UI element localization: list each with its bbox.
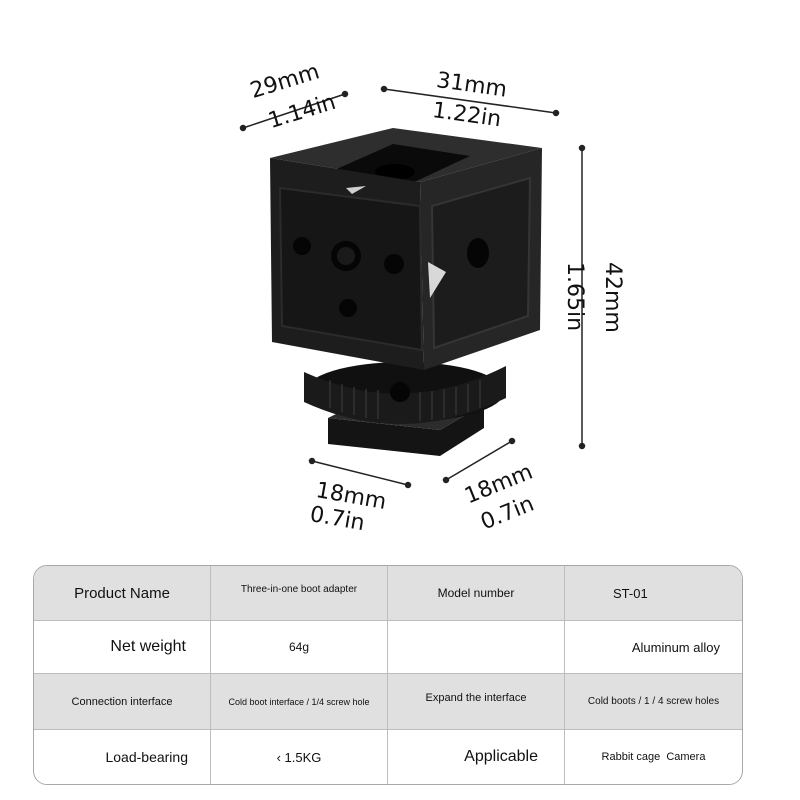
spec-value-connection-interface: Cold boot interface / 1/4 screw hole (211, 674, 388, 729)
dimension-lines (239, 85, 586, 489)
spec-value-model-number: ST-01 (613, 585, 648, 601)
product-illustration (239, 85, 586, 489)
spec-label-model-number: Model number (388, 566, 565, 620)
spec-value-load-bearing: ‹ 1.5KG (211, 730, 388, 784)
spec-label-product-name: Product Name (34, 566, 211, 620)
spec-label-expand-interface: Expand the interface (388, 674, 565, 729)
spec-label-connection-interface: Connection interface (34, 674, 211, 729)
spec-value-expand-interface: Cold boots / 1 / 4 screw holes (587, 696, 720, 707)
spec-table: Product Name Three-in-one boot adapter M… (33, 565, 743, 785)
dim-right-mm: 42mm (600, 262, 625, 333)
spec-label-applicable: Applicable (388, 730, 565, 784)
spec-label-net-weight: Net weight (34, 621, 211, 673)
table-row: Product Name Three-in-one boot adapter M… (34, 566, 742, 620)
spec-value-applicable: Rabbit cage Camera (601, 751, 706, 763)
adapter-body (270, 128, 542, 370)
table-row: Connection interface Cold boot interface… (34, 674, 742, 729)
spec-label-empty (388, 621, 565, 673)
spec-value-net-weight: 64g (211, 621, 388, 673)
spec-label-load-bearing: Load-bearing (34, 730, 211, 784)
spec-value-material: Aluminum alloy (631, 639, 720, 655)
table-row: Load-bearing ‹ 1.5KG Applicable Rabbit c… (34, 730, 742, 784)
locking-ring (304, 362, 506, 425)
brand-logo-icon (428, 262, 446, 298)
table-row: Net weight 64g Aluminum alloy (34, 621, 742, 673)
dim-right-in: 1.65in (562, 262, 587, 332)
spec-value-product-name: Three-in-one boot adapter (211, 566, 388, 620)
